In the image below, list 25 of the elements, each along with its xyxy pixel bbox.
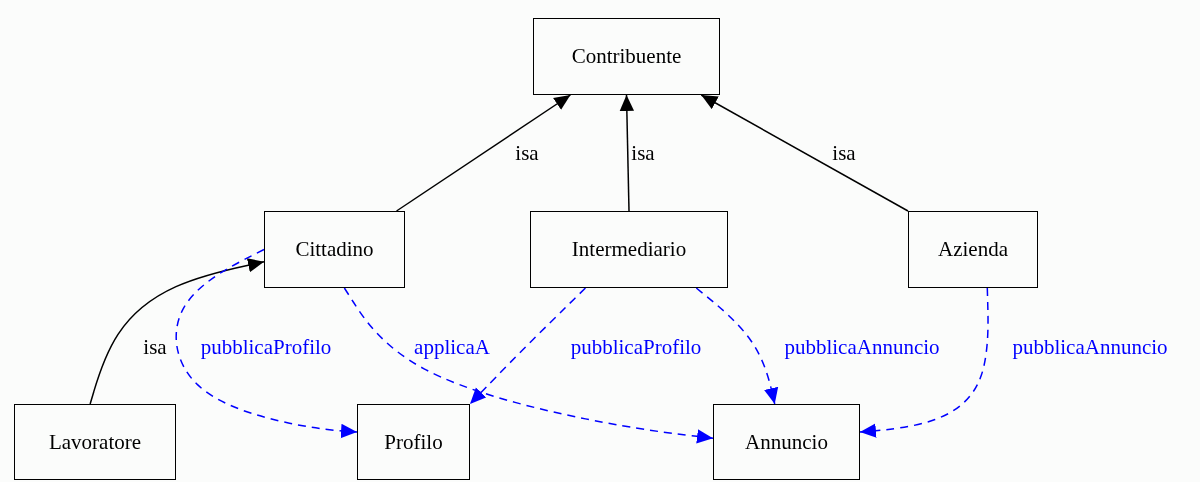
class-box [14,404,176,480]
class-box [357,404,470,480]
arrow [343,287,714,444]
node-label: Contribuente [571,44,682,69]
arrow [859,287,989,438]
node-label: Profilo [384,429,443,455]
node-label: Cittadino [295,237,374,262]
arrow [89,258,265,405]
arrow [619,94,635,212]
arrow [395,94,572,212]
arrow [175,248,358,439]
class-box [908,211,1038,288]
arrow [469,287,587,405]
class-box [713,404,860,480]
class-box [533,18,720,95]
node-label: Azienda [938,237,1008,262]
arrow [700,94,909,212]
class-box [530,211,728,288]
class-box [264,211,405,288]
node-label: Annuncio [745,429,828,455]
arrow [695,287,779,405]
edge-label: pubblicaProfilo [199,336,333,360]
node-label: Lavoratore [48,429,142,455]
edge-label: pubblicaProfilo [569,336,703,360]
node-label: Intermediario [571,237,687,262]
